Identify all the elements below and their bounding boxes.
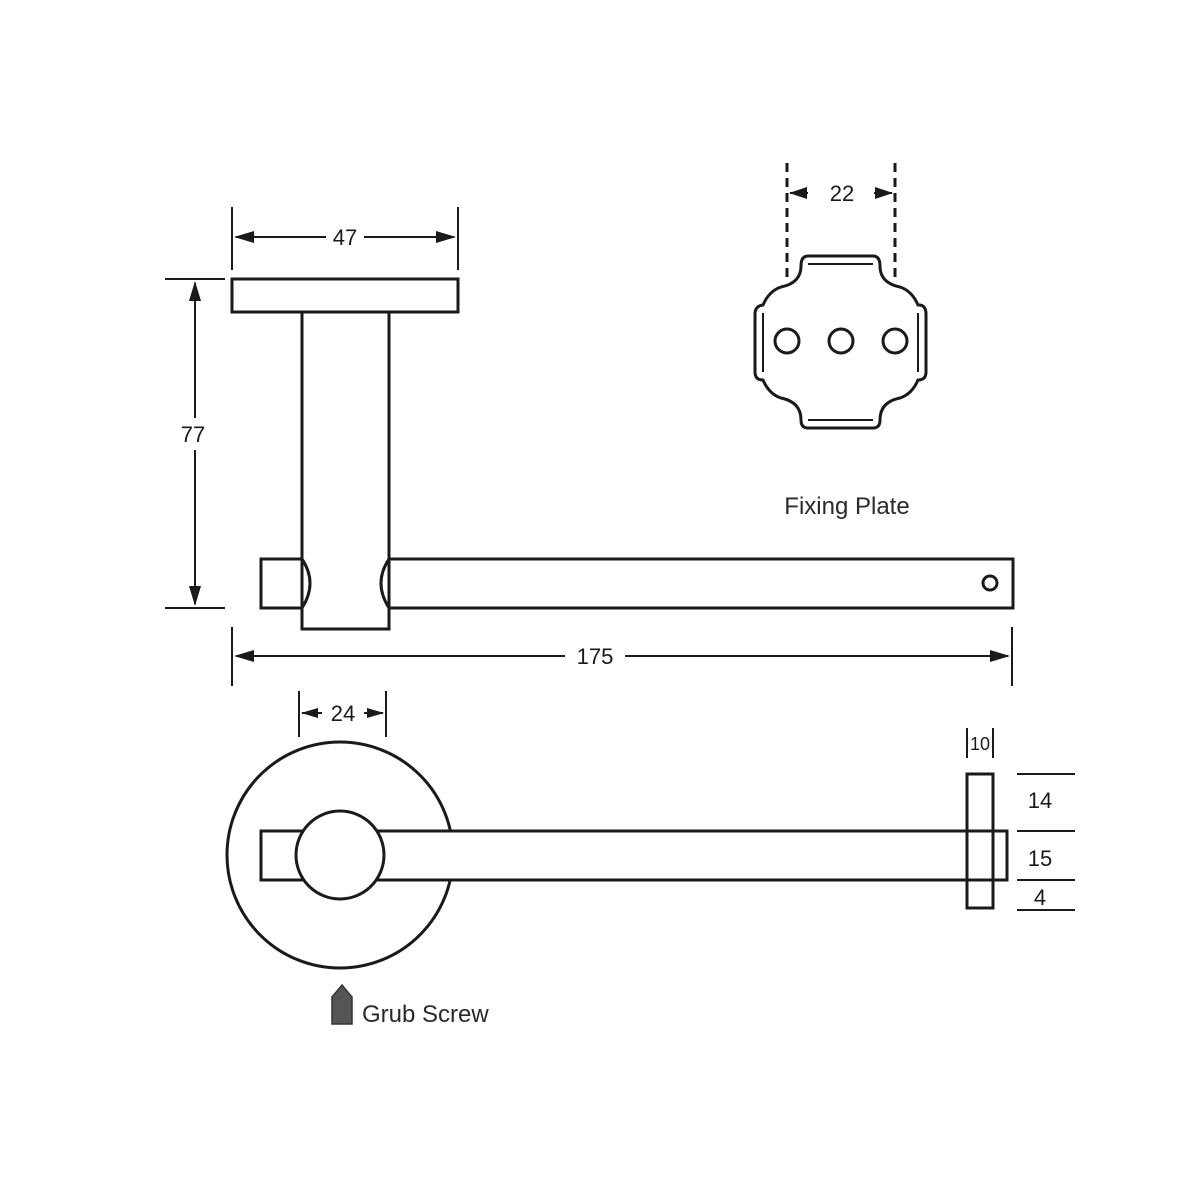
fixing-plate-label: Fixing Plate [784, 493, 909, 520]
dim-47-text: 47 [333, 225, 357, 250]
dim-24-text: 24 [331, 701, 355, 726]
arm-saddle-right [379, 558, 391, 609]
dim-175-text: 175 [577, 644, 614, 669]
grub-screw: Grub Screw [331, 983, 489, 1028]
fixing-hole-center [827, 327, 855, 355]
dim-4-text: 4 [1034, 885, 1046, 910]
fixing-hole-left [773, 327, 801, 355]
end-hole [981, 574, 999, 592]
side-post [300, 310, 391, 631]
fixing-hole-right [881, 327, 909, 355]
dim-77-text: 77 [181, 422, 205, 447]
side-wall-plate [230, 277, 460, 314]
top-end-pin [965, 772, 995, 910]
dim-14-text: 14 [1028, 788, 1052, 813]
dim-plate-width: 47 [231, 207, 459, 270]
dim-end-stack: 14 15 4 [1017, 773, 1075, 911]
dim-length: 175 [231, 627, 1013, 686]
dim-end-pin-width: 10 [966, 728, 994, 758]
fixing-plate-outline [753, 254, 928, 430]
dim-10-text: 10 [970, 734, 990, 754]
dim-height: 77 [165, 278, 225, 609]
side-view [230, 277, 1015, 631]
grub-screw-icon [331, 983, 353, 1025]
top-post-circle [294, 809, 386, 901]
fixing-plate: 22 [753, 163, 928, 430]
top-view [225, 740, 1009, 970]
dim-22-text: 22 [830, 181, 854, 206]
dim-15-text: 15 [1028, 846, 1052, 871]
dim-bar-width: 24 [298, 691, 387, 737]
arm-saddle-left [300, 558, 312, 609]
grub-screw-label: Grub Screw [362, 1001, 489, 1028]
